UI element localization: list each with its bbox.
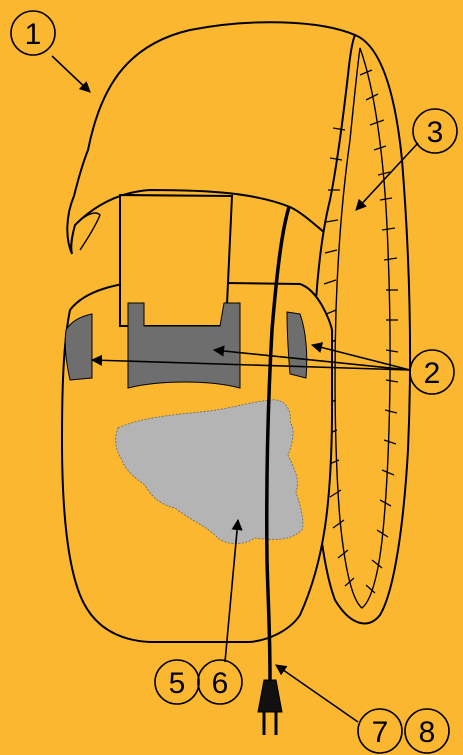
svg-text:7: 7 [372,716,389,749]
label-2: 2 [410,350,454,394]
svg-text:2: 2 [424,357,441,390]
svg-text:6: 6 [212,667,229,700]
svg-text:1: 1 [25,18,42,51]
label-3: 3 [413,109,457,153]
svg-text:8: 8 [419,716,436,749]
label-1: 1 [11,11,55,55]
svg-text:5: 5 [169,667,186,700]
label-7-8: 7 8 [358,709,449,753]
svg-text:3: 3 [427,116,444,149]
label-5-6: 5 6 [155,660,242,704]
plug-icon [258,680,282,712]
